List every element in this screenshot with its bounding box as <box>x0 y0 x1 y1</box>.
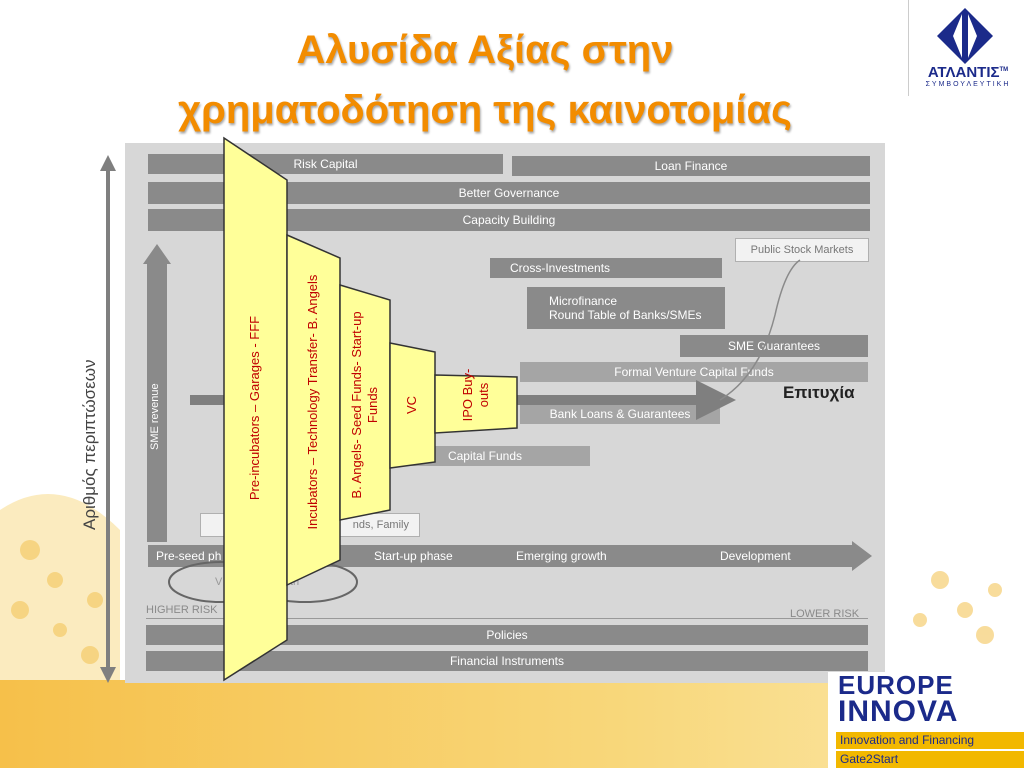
page-title-line1: Αλυσίδα Αξίας στην <box>296 28 674 72</box>
funnel-stage-2 <box>286 233 341 587</box>
logo-name: ΑΤΛΑΝΤΙΣTM <box>927 64 1009 81</box>
capacity-building-bar: Capacity Building <box>148 209 870 231</box>
risk-divider <box>146 618 868 619</box>
emerging-growth-label: Emerging growth <box>516 549 607 563</box>
stock-market-curve <box>719 259 801 401</box>
loan-finance-bar: Loan Finance <box>512 156 870 176</box>
funnel-stage-1 <box>223 136 288 682</box>
phase-arrow-icon <box>852 541 872 571</box>
europe-innova-logo: EUROPE INNOVA Innovation and Financing G… <box>828 672 1024 768</box>
bank-loans-bar: Bank Loans & Guarantees <box>520 404 720 424</box>
funnel-label-1: Pre-incubators – Garages - FFF <box>247 315 262 501</box>
funnel-stage-4 <box>389 342 436 469</box>
better-governance-bar: Better Governance <box>148 182 870 204</box>
success-arrow-icon <box>696 380 736 420</box>
funnel-label-5: IPO Buy-outs <box>460 368 491 422</box>
microfinance-label: Microfinance <box>549 294 618 308</box>
page-title-line2: χρηματοδότηση της καινοτομίας <box>178 88 792 132</box>
lower-risk-label: LOWER RISK <box>790 608 860 620</box>
atlantis-logo-icon <box>937 8 993 64</box>
europe-innova-tag2: Gate2Start <box>836 751 1024 768</box>
pre-seed-label: Pre-seed ph <box>156 549 222 563</box>
higher-risk-label: HIGHER RISK <box>146 604 218 616</box>
europe-innova-line1: EUROPE <box>838 670 954 700</box>
ellipse-text-w: V <box>215 576 223 588</box>
success-label: Επιτυχία <box>783 383 855 402</box>
europe-innova-line2: INNOVA <box>838 695 959 728</box>
formal-vc-funds-bar: Formal Venture Capital Funds <box>520 362 868 382</box>
funnel-label-4: VC <box>404 395 419 415</box>
microfinance-box: Microfinance Round Table of Banks/SMEs <box>527 287 725 329</box>
up-arrow-icon <box>143 244 171 264</box>
round-table-label: Round Table of Banks/SMEs <box>549 308 702 322</box>
sme-revenue-bar <box>147 262 167 542</box>
sme-guarantees-bar: SME Guarantees <box>680 335 868 357</box>
logo-divider <box>908 0 909 96</box>
public-stock-markets-box: Public Stock Markets <box>735 238 869 262</box>
europe-innova-tag1: Innovation and Financing <box>836 732 1024 749</box>
y-axis-double-arrow <box>100 155 116 683</box>
cross-investments-bar: Cross-Investments <box>490 258 722 278</box>
policies-bar: Policies <box>146 625 868 645</box>
funnel-label-3: B. Angels- Seed Funds- Start-up Funds <box>349 311 380 499</box>
startup-phase-label: Start-up phase <box>374 549 453 563</box>
development-label: Development <box>720 549 791 563</box>
funnel-stage-5 <box>434 374 518 434</box>
financial-instruments-bar: Financial Instruments <box>146 651 868 671</box>
logo-subtitle: ΣΥΜΒΟΥΛΕΥΤΙΚΗ <box>925 81 1011 88</box>
funnel-label-2: Incubators – Technology Transfer- B. Ang… <box>305 274 320 530</box>
funnel-stage-3 <box>339 283 391 521</box>
